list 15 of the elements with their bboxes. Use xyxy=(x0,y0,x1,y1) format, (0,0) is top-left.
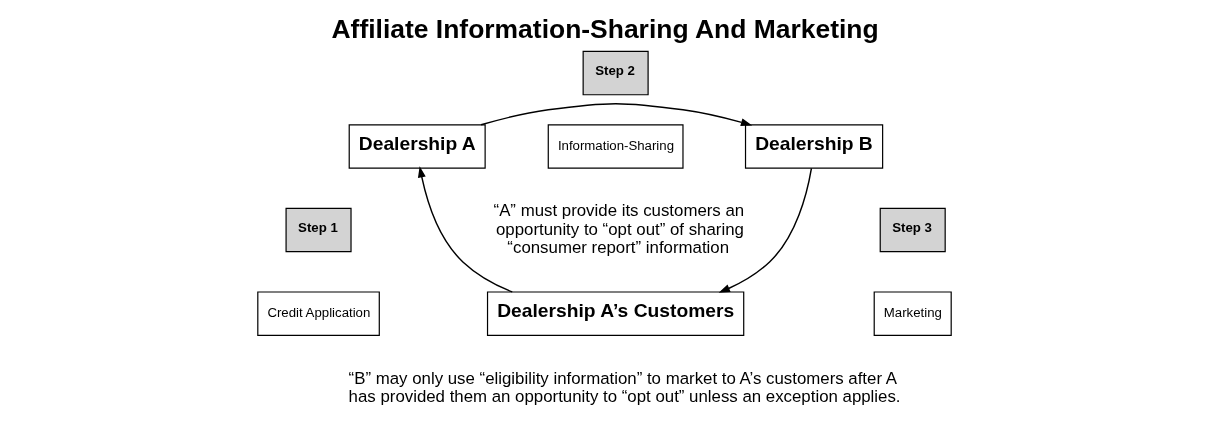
node-box: Step 2 xyxy=(582,50,649,96)
node-box: Step 1 xyxy=(285,207,352,253)
arrow xyxy=(417,166,513,293)
arrow xyxy=(480,102,753,127)
label: “B” may only use “eligibility information” to market to A’s customers after A has provided them an opportunity to “opt out” unless an exception applies. xyxy=(348,368,901,406)
node-box: Dealership A’s Customers xyxy=(486,291,745,336)
arrow xyxy=(718,167,813,293)
diagram-title: Affiliate Information-Sharing And Marketing xyxy=(331,13,879,44)
node-box: Dealership B xyxy=(744,124,884,169)
node-box: Information-Sharing xyxy=(547,124,684,169)
node-box: Credit Application xyxy=(257,291,380,336)
node-box: Step 3 xyxy=(879,207,946,253)
label: “A” must provide its customers an opportunity to “opt out” of sharing “consumer report” information xyxy=(493,201,745,257)
node-box: Marketing xyxy=(873,291,952,336)
node-box: Dealership A xyxy=(348,124,486,169)
